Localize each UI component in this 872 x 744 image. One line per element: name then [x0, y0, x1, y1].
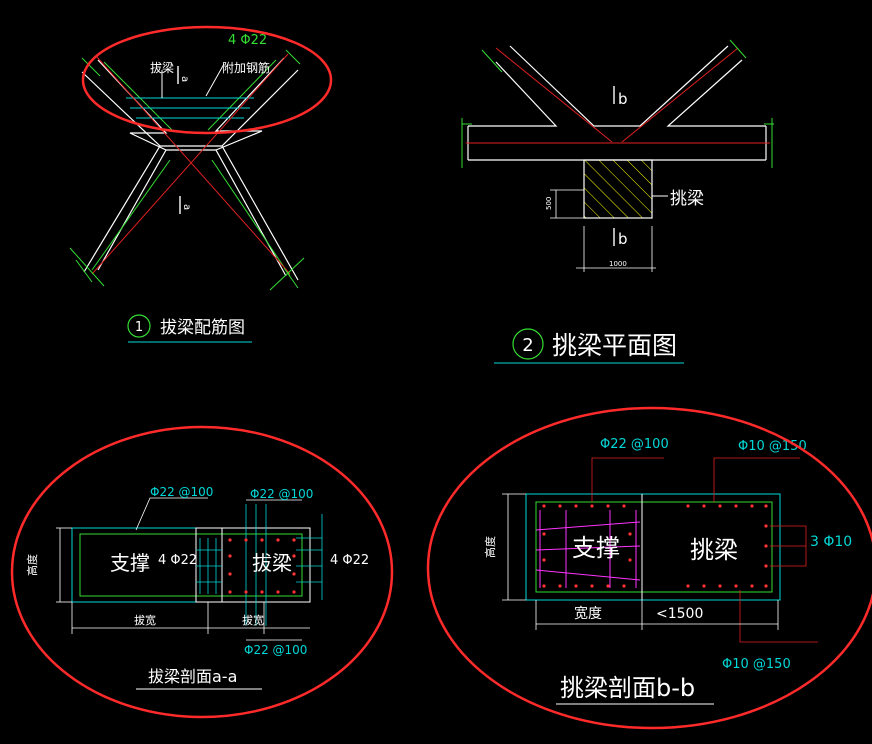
view1-title: 拔梁配筋图: [160, 318, 245, 338]
view1-beam-label: 拔梁: [150, 60, 174, 75]
view3-section-aa: Φ22 @100 Φ22 @100 Φ22 @100 4 Φ22 4 Φ22 支…: [10, 425, 394, 719]
view2-beam-label: 挑梁: [670, 189, 704, 209]
view3-label-support: 支撑: [110, 551, 150, 575]
view4-inner-box: [535, 501, 773, 593]
view4-leaders: [591, 457, 818, 643]
view1-end-ticks: [69, 49, 305, 291]
view3-dim-left: 拔宽: [134, 613, 156, 627]
view3-highlight-ellipse: [10, 425, 394, 719]
view2-callout-circle: [512, 328, 544, 360]
view4-section-bb: Φ22 @100 Φ10 @150 Φ10 @150 3 Φ10 支撑 挑梁 高…: [426, 406, 872, 730]
view3-rebar-bottom: Φ22 @100: [244, 643, 307, 657]
view3-rebar-side-left: 4 Φ22: [158, 553, 197, 568]
view1-leaders: [161, 63, 225, 98]
view1-highlight-ellipse: [81, 25, 333, 135]
view1-section-mark-top: a: [179, 76, 190, 82]
view1-center-lines: [91, 53, 291, 275]
view4-dims: [502, 493, 779, 630]
view3-leaders: [56, 497, 310, 641]
view4-rebar-side: 3 Φ10: [810, 534, 852, 550]
view4-rebar-top-left: Φ22 @100: [600, 437, 669, 452]
view1-section-mark-bottom: a: [181, 204, 192, 210]
view1-callout-number: 1: [135, 320, 143, 335]
view4-dim-left: 宽度: [574, 605, 602, 622]
view3-dim-height: 高度: [25, 554, 39, 576]
view3-rebar-top-left: Φ22 @100: [150, 485, 213, 499]
view2-title: 挑梁平面图: [552, 331, 677, 360]
view3-rebar-top-right: Φ22 @100: [250, 487, 313, 501]
view4-dim-right: <1500: [656, 606, 703, 622]
view2-section-mark-top: b: [618, 90, 628, 108]
view1-rebar-top-label: 4 Φ22: [228, 33, 267, 48]
view1-beam-bars: [126, 97, 254, 119]
view3-rebar-side-right: 4 Φ22: [330, 553, 369, 568]
view3-dim-right: 拔宽: [242, 613, 264, 627]
view3-inner-box: [79, 533, 303, 597]
view2-cantilever-block: [583, 159, 653, 219]
view2-dims: [550, 189, 656, 272]
view1-extra-rebar-label: 附加钢筋: [222, 60, 270, 75]
view1-callout-circle: [127, 314, 151, 338]
view4-rebar-dots: [542, 504, 768, 588]
view3-rebar-dots: [228, 538, 296, 594]
view1-rebar-lines: [91, 59, 291, 277]
view1-strut-outline: [81, 57, 299, 281]
view4-label-beam: 挑梁: [690, 536, 738, 564]
view2-section-mark-bottom: b: [618, 230, 628, 248]
view4-dim-height: 高度: [483, 536, 497, 558]
view4-rebar-bottom: Φ10 @150: [722, 657, 791, 672]
view3-title: 拔梁剖面a-a: [148, 667, 237, 686]
view2-dim-width: 1000: [609, 260, 627, 268]
view3-beam-box: [195, 527, 311, 603]
view2-cantilever-plan: 挑梁 500 1000 b b 2 挑梁平面图: [461, 39, 774, 364]
view2-dim-height: 500: [545, 197, 553, 210]
view4-label-support: 支撑: [572, 534, 620, 562]
view1-beam-plan: a a 4 Φ22 拔梁 附加钢筋 1 拔梁配筋图: [69, 25, 333, 343]
view4-outer-box: [525, 493, 781, 601]
view4-highlight-ellipse: [426, 406, 872, 730]
view3-rebar-grid: [196, 504, 323, 626]
view2-dim-ticks: [461, 39, 774, 168]
view4-title: 挑梁剖面b-b: [560, 674, 695, 702]
view2-center-lines: [466, 47, 770, 144]
view3-label-beam: 拔梁: [252, 551, 292, 575]
view2-callout-number: 2: [522, 335, 533, 356]
view4-magenta-ties: [535, 510, 641, 588]
